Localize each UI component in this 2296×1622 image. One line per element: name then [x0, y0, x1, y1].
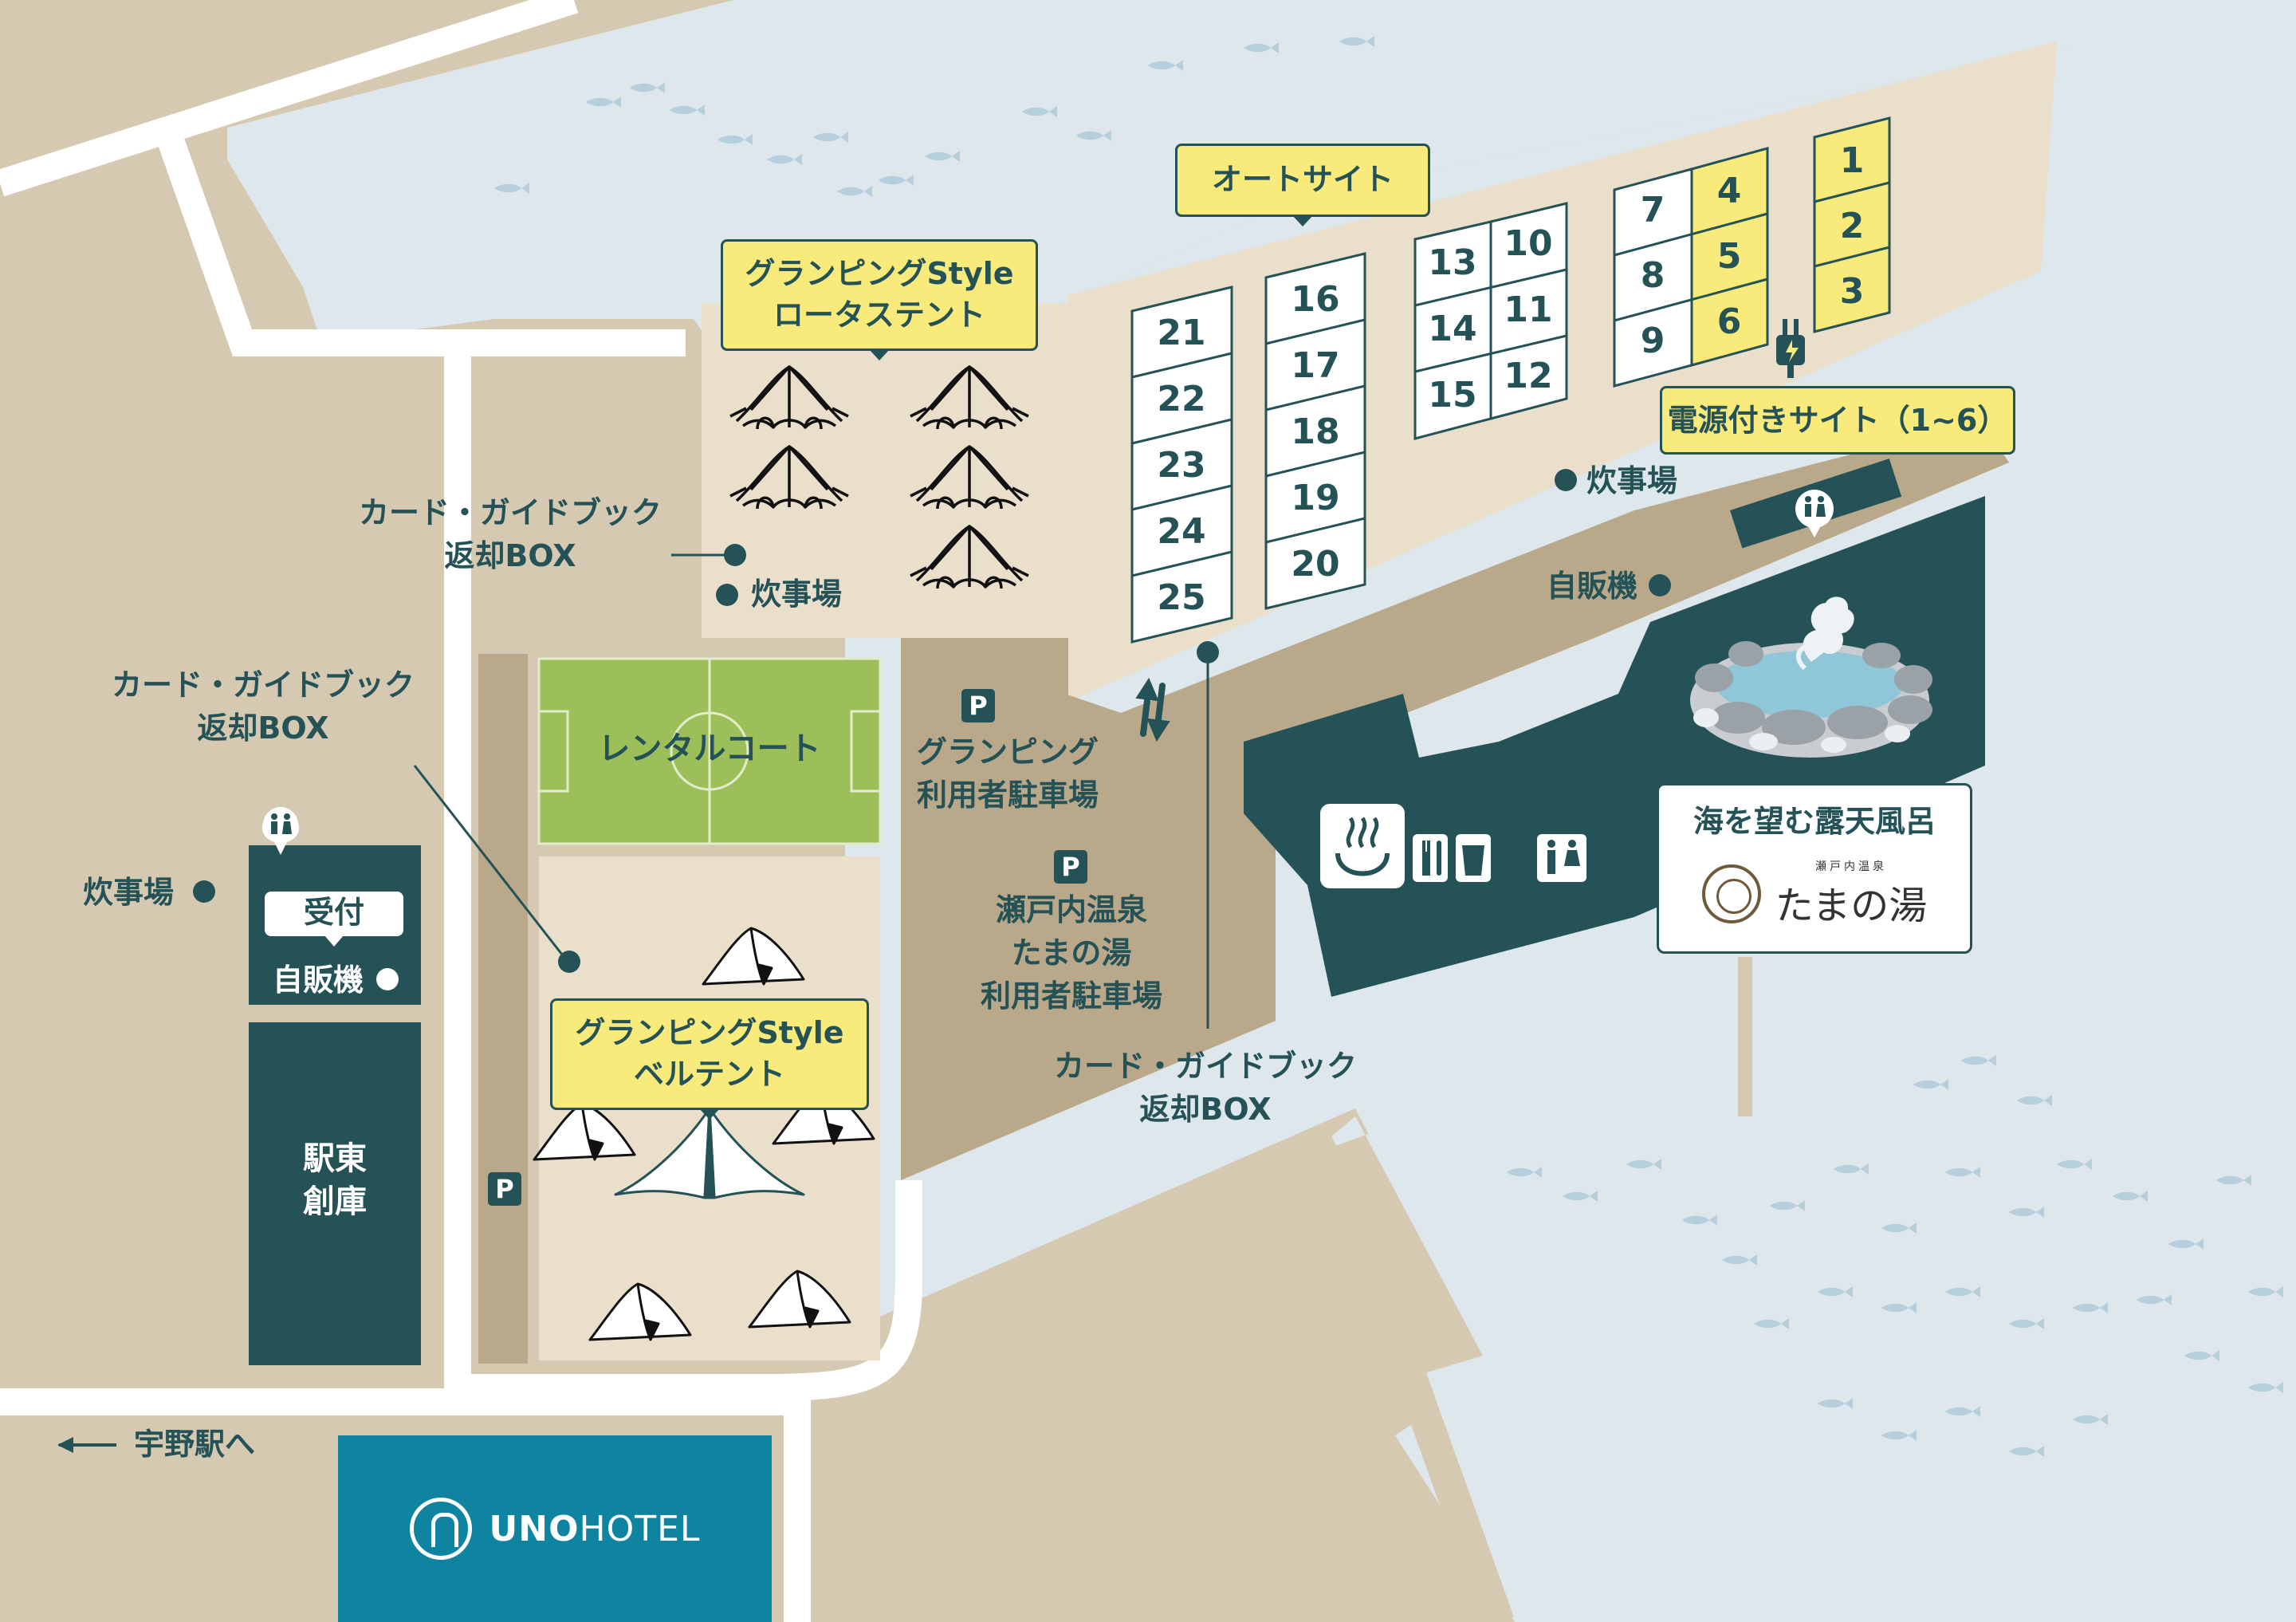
kitchen-label: 炊事場 — [1586, 463, 1678, 498]
lotus-tent-badge: グランピングStyle ロータステント — [721, 239, 1038, 360]
site-slot: 24 — [1157, 511, 1206, 552]
auto-site-badge: オートサイト — [1175, 144, 1430, 226]
rental-court-label: レンタルコート — [598, 730, 821, 767]
site-slot: 20 — [1291, 544, 1340, 585]
powered-site-slot: 1 — [1839, 140, 1865, 181]
warehouse-label: 駅東 創庫 — [303, 1140, 367, 1220]
onsen-parking-label: 瀬戸内温泉 たまの湯 利用者駐車場 — [980, 892, 1162, 1014]
site-slot: 18 — [1291, 411, 1340, 452]
powered-site-slot: 6 — [1716, 301, 1742, 342]
vending-label: 自販機 — [273, 963, 364, 998]
powered-site-slot: 3 — [1839, 271, 1865, 312]
site-slot: 16 — [1291, 279, 1340, 320]
site-slot: 7 — [1640, 190, 1665, 230]
site-slot: 23 — [1157, 445, 1206, 486]
site-slot: 21 — [1157, 313, 1206, 353]
site-slot: 15 — [1428, 375, 1477, 415]
to-station-label: 宇野駅へ — [134, 1427, 256, 1462]
uno-hotel-block: UNOHOTEL — [338, 1435, 772, 1622]
site-slot: 17 — [1291, 345, 1340, 386]
site-slot: 12 — [1504, 356, 1553, 396]
onsen-crest-icon — [1701, 864, 1761, 923]
glamping-parking-label: グランピング 利用者駐車場 — [916, 734, 1099, 813]
site-slot: 10 — [1504, 223, 1553, 264]
kitchen-label: 炊事場 — [751, 577, 843, 612]
site-slot: 11 — [1504, 289, 1553, 330]
parking-icon: P — [961, 689, 995, 722]
site-slot: 19 — [1291, 478, 1340, 518]
return-box-label: カード・ガイドブック 返却BOX — [1053, 1049, 1357, 1127]
vending-label: 自販機 — [1547, 569, 1638, 604]
uno-hotel-name: UNOHOTEL — [489, 1508, 701, 1549]
onsen-sign-name: たまの湯 — [1775, 884, 1928, 928]
site-slot: 13 — [1428, 242, 1477, 283]
site-slot: 9 — [1640, 321, 1665, 361]
site-slot: 8 — [1640, 255, 1665, 296]
site-slot: 25 — [1157, 577, 1206, 618]
bell-tent-badge: グランピングStyle ベルテント — [550, 998, 869, 1120]
powered-site-slot: 5 — [1716, 236, 1742, 277]
site-slot: 14 — [1428, 309, 1477, 349]
parking-icon: P — [488, 1172, 521, 1206]
parking-icon: P — [1054, 850, 1087, 884]
onsen-sign: 海を望む露天風呂 瀬戸内温泉 たまの湯 — [1657, 783, 1972, 954]
powered-site-slot: 2 — [1839, 206, 1865, 246]
return-box-label: カード・ガイドブック 返却BOX — [111, 667, 415, 746]
return-box-label: カード・ガイドブック 返却BOX — [358, 495, 662, 573]
onsen-sign-subtitle: 瀬戸内温泉 — [1815, 860, 1887, 873]
kitchen-label: 炊事場 — [83, 875, 175, 910]
uno-hotel-logo-icon — [409, 1498, 472, 1560]
reception-label: 受付 — [265, 892, 403, 947]
powered-site-slot: 4 — [1716, 171, 1742, 211]
site-slot: 22 — [1157, 379, 1206, 419]
onsen-sign-title: 海を望む露天風呂 — [1693, 804, 1936, 839]
powered-site-badge: 電源付きサイト（1~6） — [1660, 386, 2015, 455]
